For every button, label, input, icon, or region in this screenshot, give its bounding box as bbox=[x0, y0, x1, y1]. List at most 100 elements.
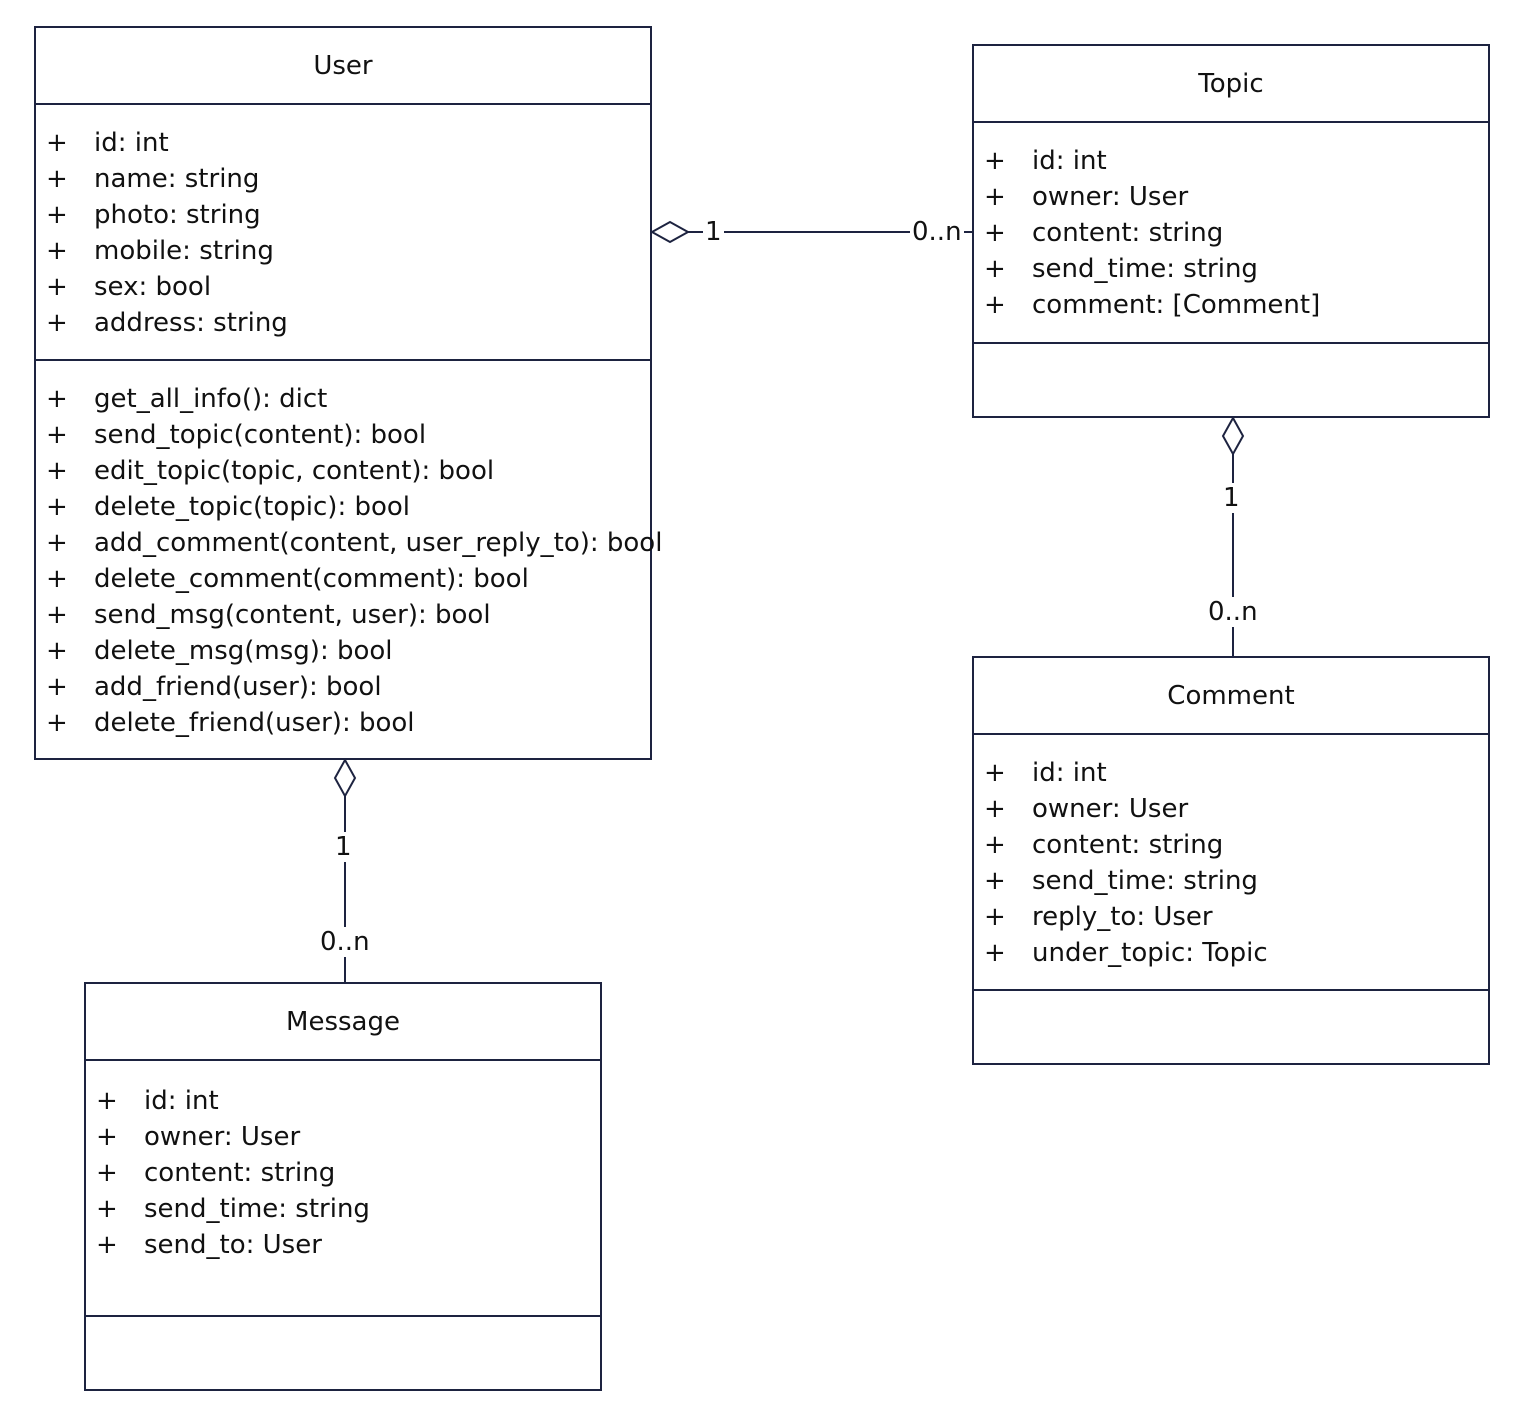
class-user[interactable]: User +id: int+name: string+photo: string… bbox=[34, 26, 662, 760]
topic-comment-whole-multiplicity: 1 bbox=[1221, 483, 1242, 513]
user-topic-part-multiplicity: 0..n bbox=[910, 217, 964, 247]
visibility-marker: + bbox=[984, 758, 1006, 788]
attribute-row: + send_time: string bbox=[974, 863, 1488, 899]
visibility-marker: + bbox=[46, 272, 68, 302]
attribute-row: + comment: [Comment] bbox=[974, 287, 1488, 323]
visibility-marker: + bbox=[984, 182, 1006, 212]
visibility-marker: + bbox=[46, 456, 68, 486]
visibility-marker: + bbox=[46, 672, 68, 702]
method-signature: delete_friend(user): bool bbox=[94, 708, 415, 738]
attribute-row: + id: int bbox=[974, 143, 1488, 179]
attribute-declaration: id: int bbox=[1032, 146, 1107, 176]
methods-section bbox=[974, 344, 1488, 414]
attribute-row: + id: int bbox=[974, 755, 1488, 791]
class-name: Comment bbox=[974, 658, 1488, 735]
attribute-declaration: mobile: string bbox=[94, 236, 274, 266]
method-row: + send_msg(content, user): bool bbox=[36, 597, 650, 633]
attribute-declaration: photo: string bbox=[94, 200, 261, 230]
attribute-row: +content: string bbox=[86, 1155, 600, 1191]
attribute-row: +id: int bbox=[36, 125, 650, 161]
attributes-section: +id: int+owner: User+content: string+sen… bbox=[86, 1061, 600, 1317]
user-message-whole-multiplicity: 1 bbox=[333, 832, 354, 862]
attributes-section: + id: int + owner: User + content: string + sen… bbox=[974, 123, 1488, 344]
visibility-marker: + bbox=[984, 218, 1006, 248]
method-row: +send_topic(content): bool bbox=[36, 417, 650, 453]
methods-section bbox=[86, 1317, 600, 1387]
attribute-declaration: name: string bbox=[94, 164, 260, 194]
attribute-row: + send_time: string bbox=[86, 1191, 600, 1227]
method-signature: delete_comment(comment): bool bbox=[94, 564, 529, 594]
method-signature: delete_topic(topic): bool bbox=[94, 492, 411, 522]
visibility-marker: + bbox=[984, 254, 1006, 284]
attribute-declaration: send_time: string bbox=[1032, 254, 1258, 284]
visibility-marker: + bbox=[96, 1086, 118, 1116]
attribute-declaration: content: string bbox=[1032, 830, 1224, 860]
visibility-marker: + bbox=[96, 1194, 118, 1224]
method-row: + add_friend(user): bool bbox=[36, 669, 650, 705]
attribute-row: + id: int bbox=[86, 1083, 600, 1119]
method-signature: add_comment(content, user_reply_to): boo… bbox=[94, 528, 663, 558]
user-message-part-multiplicity: 0..n bbox=[318, 927, 372, 957]
class-name: User bbox=[36, 28, 650, 105]
method-signature: add_friend(user): bool bbox=[94, 672, 382, 702]
attribute-declaration: owner: User bbox=[1032, 794, 1189, 824]
attribute-declaration: comment: [Comment] bbox=[1032, 290, 1321, 320]
visibility-marker: + bbox=[984, 146, 1006, 176]
method-row: + delete_topic(topic): bool bbox=[36, 489, 650, 525]
visibility-marker: + bbox=[46, 636, 68, 666]
attribute-row: + name: string bbox=[36, 161, 650, 197]
method-signature: get_all_info(): dict bbox=[94, 384, 328, 414]
class-message[interactable]: Message + id: int+owner: User+content: st… bbox=[84, 982, 602, 1391]
method-signature: send_msg(content, user): bool bbox=[94, 600, 491, 630]
visibility-marker: + bbox=[46, 708, 68, 738]
method-row: + delete_comment(comment): bool bbox=[36, 561, 650, 597]
attribute-declaration: id: int bbox=[94, 128, 169, 158]
visibility-marker: + bbox=[46, 308, 68, 338]
attribute-row: +reply_to: User bbox=[974, 899, 1488, 935]
user-topic-aggregation-diamond bbox=[649, 220, 691, 244]
attribute-row: + owner: User bbox=[974, 179, 1488, 215]
class-name: Topic bbox=[974, 46, 1488, 123]
visibility-marker: + bbox=[46, 564, 68, 594]
attribute-declaration: id: int bbox=[144, 1086, 219, 1116]
method-row: + delete_friend(user): bool bbox=[36, 705, 650, 741]
user-message-aggregation-diamond bbox=[333, 757, 357, 799]
visibility-marker: + bbox=[984, 290, 1006, 320]
attribute-row: + content: string bbox=[974, 215, 1488, 251]
topic-comment-aggregation-diamond bbox=[1221, 415, 1245, 457]
attribute-declaration: content: string bbox=[1032, 218, 1224, 248]
attribute-row: + send_time: string bbox=[974, 251, 1488, 287]
method-row: + get_all_info(): dict bbox=[36, 381, 650, 417]
visibility-marker: + bbox=[984, 866, 1006, 896]
visibility-marker: + bbox=[46, 164, 68, 194]
visibility-marker: + bbox=[46, 420, 68, 450]
visibility-marker: + bbox=[46, 200, 68, 230]
class-comment[interactable]: Comment + id: int + owner: User + content: st… bbox=[972, 656, 1490, 1065]
attribute-row: +owner: User bbox=[86, 1119, 600, 1155]
attribute-declaration: send_time: string bbox=[144, 1194, 370, 1224]
visibility-marker: + bbox=[96, 1158, 118, 1188]
user-topic-whole-multiplicity: 1 bbox=[703, 217, 724, 247]
visibility-marker: + bbox=[46, 236, 68, 266]
class-name: Message bbox=[86, 984, 600, 1061]
attribute-row: +send_to: User bbox=[86, 1227, 600, 1263]
visibility-marker: + bbox=[46, 600, 68, 630]
attribute-declaration: owner: User bbox=[1032, 182, 1189, 212]
visibility-marker: + bbox=[46, 384, 68, 414]
attribute-row: + photo: string bbox=[36, 197, 650, 233]
method-row: + delete_msg(msg): bool bbox=[36, 633, 650, 669]
class-topic[interactable]: Topic + id: int + owner: User + content: stri… bbox=[972, 44, 1490, 418]
methods-section bbox=[974, 991, 1488, 1061]
visibility-marker: + bbox=[984, 794, 1006, 824]
attribute-row: +sex: bool bbox=[36, 269, 650, 305]
method-signature: delete_msg(msg): bool bbox=[94, 636, 393, 666]
visibility-marker: + bbox=[984, 830, 1006, 860]
attribute-declaration: send_time: string bbox=[1032, 866, 1258, 896]
visibility-marker: + bbox=[984, 938, 1006, 968]
method-signature: edit_topic(topic, content): bool bbox=[94, 456, 495, 486]
attribute-row: +address: string bbox=[36, 305, 650, 341]
visibility-marker: + bbox=[96, 1122, 118, 1152]
visibility-marker: + bbox=[46, 492, 68, 522]
attribute-declaration: id: int bbox=[1032, 758, 1107, 788]
